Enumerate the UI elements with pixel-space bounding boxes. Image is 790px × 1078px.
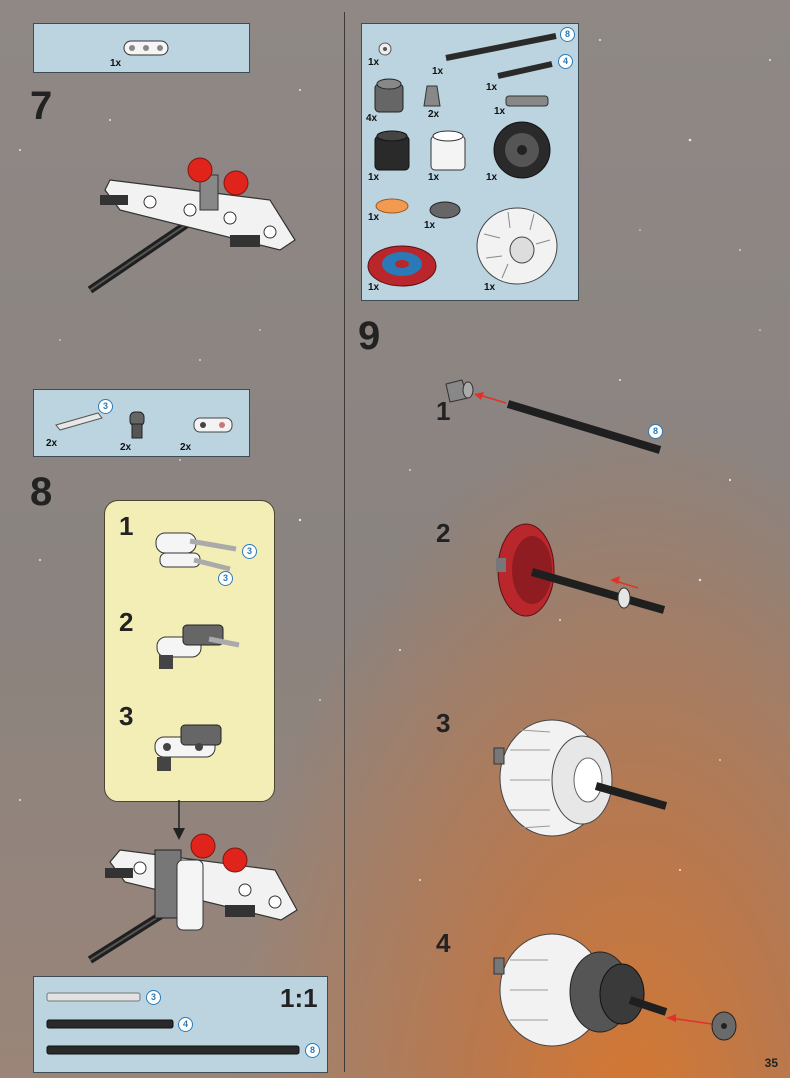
- plate-round-part-icon: [429, 201, 461, 219]
- step9-parts-panel: 1x 8 1x 4 1x 4x 2x 1x 1x 1x 1x 1x: [361, 23, 579, 301]
- part-quantity: 1x: [368, 212, 380, 223]
- part-quantity: 1x: [368, 57, 380, 68]
- substep-number: 3: [119, 701, 134, 731]
- length-callout: 8: [560, 27, 575, 42]
- scale-label: 1:1: [280, 983, 318, 1013]
- length-callout: 3: [218, 571, 233, 586]
- part-quantity: 1x: [368, 172, 380, 183]
- subassembly-box: 1 3 3 2 3: [104, 500, 275, 802]
- page-number: 35: [764, 1056, 778, 1070]
- part-quantity: 2x: [120, 442, 132, 453]
- pin-connector-part-icon: [129, 411, 145, 439]
- part-quantity: 1x: [486, 172, 498, 183]
- substep-number: 4: [436, 928, 451, 958]
- down-arrow: [173, 800, 185, 840]
- step-number: 8: [30, 470, 53, 514]
- substep3-illustration: [154, 724, 222, 771]
- turntable-red-part-icon: [367, 245, 437, 287]
- substep-number: 3: [436, 708, 451, 738]
- substep-number: 1: [119, 511, 134, 541]
- part-quantity: 1x: [484, 282, 496, 293]
- length-callout: 4: [178, 1017, 193, 1032]
- substep9-2-illustration: [496, 523, 666, 617]
- part-quantity: 1x: [110, 58, 122, 69]
- step7-assembly-illustration: [87, 157, 296, 294]
- round-brick-white-part-icon: [430, 130, 466, 171]
- cone-part-icon: [423, 85, 441, 107]
- axle-4-scale-bar: [46, 1019, 174, 1029]
- axle-8-part-icon: [445, 33, 557, 61]
- part-quantity: 1x: [494, 106, 506, 117]
- substep1-illustration: [155, 532, 237, 572]
- substep9-4-illustration: [493, 933, 737, 1047]
- wheel-hub-black-part-icon: [493, 121, 551, 179]
- cross-block-part-icon: [193, 417, 233, 433]
- step-number: 7: [30, 84, 53, 128]
- substep2-illustration: [156, 624, 240, 669]
- part-quantity: 4x: [366, 113, 378, 124]
- column-divider: [344, 12, 345, 1072]
- length-callout: 8: [648, 424, 663, 439]
- substep9-1-illustration: [445, 379, 662, 454]
- part-quantity: 1x: [424, 220, 436, 231]
- part-quantity: 2x: [180, 442, 192, 453]
- round-brick-2x2-part-icon: [374, 78, 404, 113]
- length-callout: 4: [558, 54, 573, 69]
- axle-3-scale-bar: [46, 992, 141, 1002]
- part-quantity: 2x: [46, 438, 58, 449]
- length-callout: 3: [98, 399, 113, 414]
- step8-assembly-illustration: [87, 833, 298, 964]
- substep-number: 2: [436, 518, 451, 548]
- part-quantity: 1x: [486, 82, 498, 93]
- substep-number: 1: [436, 396, 451, 426]
- substep9-3-illustration: [493, 719, 668, 837]
- axle-connector-part-icon: [505, 95, 549, 107]
- step8-parts-panel: 3 2x 2x 2x: [33, 389, 250, 457]
- length-callout: 3: [242, 544, 257, 559]
- tire-white-part-icon: [476, 207, 558, 285]
- liftarm-3-part-icon: [123, 40, 169, 56]
- dish-orange-part-icon: [375, 198, 409, 214]
- axle-4-part-icon: [497, 61, 553, 79]
- part-quantity: 1x: [432, 66, 444, 77]
- part-quantity: 1x: [428, 172, 440, 183]
- substep-number: 2: [119, 607, 134, 637]
- scale-reference-panel: 3 4 8 1:1: [33, 976, 328, 1073]
- step-number: 9: [358, 314, 381, 358]
- step7-parts-panel: 1x: [33, 23, 250, 73]
- bush-part-icon: [378, 42, 392, 56]
- round-brick-black-part-icon: [374, 130, 410, 171]
- part-quantity: 1x: [368, 282, 380, 293]
- length-callout: 3: [146, 990, 161, 1005]
- length-callout: 8: [305, 1043, 320, 1058]
- axle-8-scale-bar: [46, 1045, 300, 1055]
- axle-3-part-icon: [55, 412, 103, 431]
- part-quantity: 2x: [428, 109, 440, 120]
